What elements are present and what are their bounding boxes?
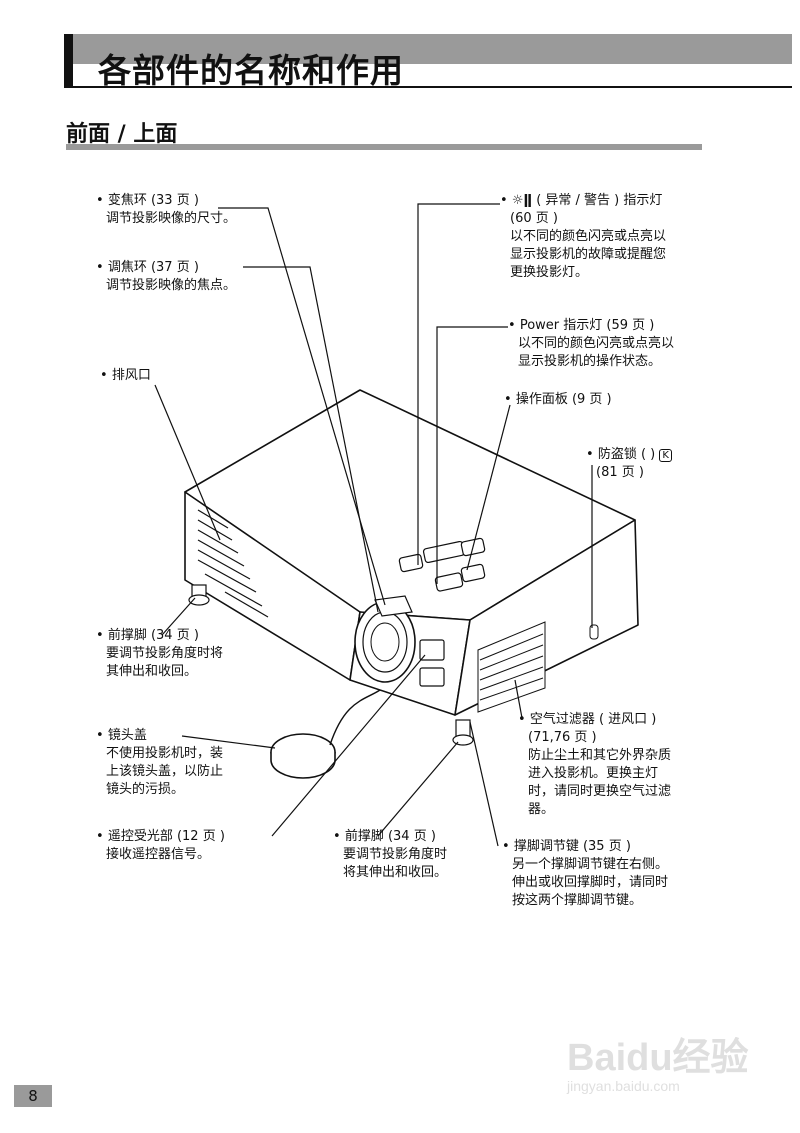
padlock-icon: K xyxy=(659,449,672,462)
title-rule xyxy=(64,86,792,88)
control-panel-buttons xyxy=(398,537,486,592)
callout-front-foot-left-head: 前撑脚 (34 页 ) xyxy=(96,627,286,645)
lens-cover-tether xyxy=(329,689,381,746)
page-title: 各部件的名称和作用 xyxy=(98,51,404,90)
title-bar: 各部件的名称和作用 xyxy=(64,34,792,90)
callout-control-panel: 操作面板 (9 页 ) xyxy=(504,391,674,409)
callout-front-foot-left-desc-1: 要调节投影角度时将 xyxy=(106,646,224,661)
callout-lens-cover-desc-2: 上该镜头盖，以防止 xyxy=(106,764,224,779)
callout-power-indicator-head: Power 指示灯 (59 页 ) xyxy=(508,317,728,335)
callout-remote-receiver-head: 遥控受光部 (12 页 ) xyxy=(96,828,296,846)
callout-focus-ring-desc-1: 调节投影映像的焦点。 xyxy=(106,278,237,293)
watermark-brand: Baidu经验 xyxy=(567,1037,749,1079)
page-number: 8 xyxy=(14,1085,52,1107)
baidu-watermark: Baidu经验 jingyan.baidu.com xyxy=(545,1012,785,1107)
callout-lens-cover-desc-1: 不使用投影机时，装 xyxy=(106,746,224,761)
remote-receiver-window xyxy=(419,639,445,687)
callout-front-foot-center-head: 前撑脚 (34 页 ) xyxy=(333,828,503,846)
security-lock-slot xyxy=(589,624,599,640)
section-rule xyxy=(66,144,702,150)
callout-zoom-ring-head: 变焦环 (33 页 ) xyxy=(96,192,306,210)
security-lock-label: 防盗锁 ( ) xyxy=(597,447,656,462)
callout-air-filter-head: 空气过滤器 ( 进风口 ) xyxy=(518,711,718,729)
projector-lens xyxy=(354,595,416,683)
thermometer-icon: ǁ xyxy=(523,193,533,208)
callout-foot-adjust-lever-desc-2: 伸出或收回撑脚时，请同时 xyxy=(512,875,669,890)
title-band xyxy=(64,34,792,64)
callout-warning-indicator-head: ☼ǁ ( 异常 / 警告 ) 指示灯 xyxy=(500,192,725,210)
air-filter-grille xyxy=(477,621,546,713)
callout-front-foot-left-desc-2: 其伸出和收回。 xyxy=(106,664,198,679)
callout-exhaust-vent-head: 排风口 xyxy=(100,367,220,385)
callout-foot-adjust-lever: 撑脚调节键 (35 页 ) 另一个撑脚调节键在右侧。 伸出或收回撑脚时，请同时 … xyxy=(502,838,727,910)
callout-warning-indicator-desc-1: (60 页 ) xyxy=(510,211,558,226)
callout-foot-adjust-lever-desc-1: 另一个撑脚调节键在右侧。 xyxy=(512,857,669,872)
callout-front-foot-left: 前撑脚 (34 页 ) 要调节投影角度时将 其伸出和收回。 xyxy=(96,627,286,681)
callout-focus-ring: 调焦环 (37 页 ) 调节投影映像的焦点。 xyxy=(96,259,306,295)
warning-indicator-label: ( 异常 / 警告 ) 指示灯 xyxy=(536,193,663,208)
callout-focus-ring-head: 调焦环 (37 页 ) xyxy=(96,259,306,277)
callout-warning-indicator-desc-2: 以不同的颜色闪亮或点亮以 xyxy=(510,229,667,244)
callout-power-indicator-desc-2: 显示投影机的操作状态。 xyxy=(518,354,662,369)
callout-zoom-ring: 变焦环 (33 页 ) 调节投影映像的尺寸。 xyxy=(96,192,306,228)
callout-air-filter-desc-2: 防止尘土和其它外界杂质 xyxy=(528,748,672,763)
callout-security-lock-desc-1: (81 页 ) xyxy=(596,465,644,480)
callout-air-filter-desc-4: 时，请同时更换空气过滤 xyxy=(528,784,672,799)
watermark-url: jingyan.baidu.com xyxy=(567,1078,680,1094)
sun-icon: ☼ xyxy=(511,193,524,208)
callout-exhaust-vent: 排风口 xyxy=(100,367,220,385)
section-heading: 前面 / 上面 xyxy=(66,122,178,147)
callout-air-filter: 空气过滤器 ( 进风口 ) (71,76 页 ) 防止尘土和其它外界杂质 进入投… xyxy=(518,711,718,819)
callout-air-filter-desc-1: (71,76 页 ) xyxy=(528,730,597,745)
callout-air-filter-desc-3: 进入投影机。更换主灯 xyxy=(528,766,659,781)
callout-front-foot-center-desc-1: 要调节投影角度时 xyxy=(343,847,448,862)
callout-lens-cover-head: 镜头盖 xyxy=(96,727,286,745)
callout-warning-indicator-desc-3: 显示投影机的故障或提醒您 xyxy=(510,247,667,262)
callout-power-indicator-desc-1: 以不同的颜色闪亮或点亮以 xyxy=(518,336,675,351)
callout-security-lock-head: 防盗锁 ( ) K xyxy=(586,446,726,464)
callout-air-filter-desc-5: 器。 xyxy=(528,802,555,817)
callout-lens-cover-desc-3: 镜头的污损。 xyxy=(106,782,185,797)
callout-front-foot-center-desc-2: 将其伸出和收回。 xyxy=(343,865,448,880)
callout-front-foot-center: 前撑脚 (34 页 ) 要调节投影角度时 将其伸出和收回。 xyxy=(333,828,503,882)
callout-remote-receiver: 遥控受光部 (12 页 ) 接收遥控器信号。 xyxy=(96,828,296,864)
callout-foot-adjust-lever-desc-3: 按这两个撑脚调节键。 xyxy=(512,893,643,908)
callout-power-indicator: Power 指示灯 (59 页 ) 以不同的颜色闪亮或点亮以 显示投影机的操作状… xyxy=(508,317,728,371)
callout-zoom-ring-desc-1: 调节投影映像的尺寸。 xyxy=(106,211,237,226)
title-accent xyxy=(64,34,73,88)
lens-cover xyxy=(270,733,336,779)
callout-warning-indicator-desc-4: 更换投影灯。 xyxy=(510,265,589,280)
callout-remote-receiver-desc-1: 接收遥控器信号。 xyxy=(106,847,211,862)
callout-foot-adjust-lever-head: 撑脚调节键 (35 页 ) xyxy=(502,838,727,856)
callout-lens-cover: 镜头盖 不使用投影机时，装 上该镜头盖，以防止 镜头的污损。 xyxy=(96,727,286,799)
callout-warning-indicator: ☼ǁ ( 异常 / 警告 ) 指示灯 (60 页 ) 以不同的颜色闪亮或点亮以 … xyxy=(500,192,725,282)
exhaust-vent-slats xyxy=(197,509,269,618)
callout-security-lock: 防盗锁 ( ) K (81 页 ) xyxy=(586,446,726,482)
callout-control-panel-head: 操作面板 (9 页 ) xyxy=(504,391,674,409)
